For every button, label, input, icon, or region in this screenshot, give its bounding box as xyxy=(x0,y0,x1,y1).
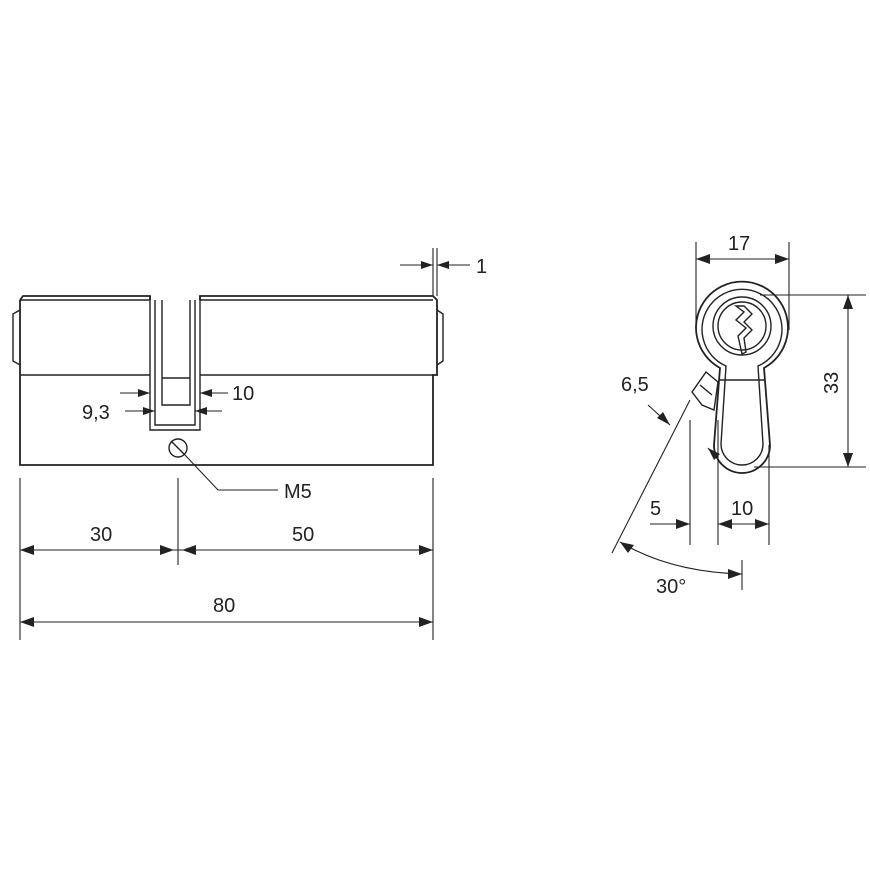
end-view: 17 33 6,5 5 10 30° xyxy=(611,233,866,598)
dim-cam-slot-outer-label: 10 xyxy=(232,383,254,405)
dim-cam-offset-label: 5 xyxy=(650,498,661,520)
dim-right-length-label: 50 xyxy=(292,524,314,546)
dim-height-label: 33 xyxy=(821,372,843,394)
dim-bottom-width-label: 10 xyxy=(731,498,753,520)
dim-protrusion-label: 1 xyxy=(476,256,487,278)
cam-slot-detail xyxy=(161,300,191,406)
cylinder-body xyxy=(19,295,438,466)
dim-total-length-label: 80 xyxy=(213,595,235,617)
dim-left-length-label: 30 xyxy=(90,524,112,546)
dim-cam-slot-inner-label: 9,3 xyxy=(82,402,110,424)
dim-screw-thread-label: M5 xyxy=(284,481,312,503)
dim-cam-thickness-label: 6,5 xyxy=(621,374,649,396)
side-view: 1 10 9,3 M5 30 50 80 xyxy=(12,248,487,640)
key-plug-inner xyxy=(717,301,767,351)
screw-hole-mark xyxy=(170,440,186,456)
right-end-plug xyxy=(436,309,444,366)
cam xyxy=(691,370,719,411)
cam-slot xyxy=(149,296,201,431)
dim-cam-angle-label: 30° xyxy=(656,576,686,598)
keyway-icon xyxy=(733,305,753,356)
key-plug xyxy=(712,296,772,356)
cam-slot-inner xyxy=(154,300,196,426)
profile-outer xyxy=(695,280,789,474)
profile-inner xyxy=(701,288,783,466)
dim-width-label: 17 xyxy=(728,233,750,255)
screw-hole xyxy=(168,438,188,458)
left-end-plug xyxy=(12,309,21,366)
